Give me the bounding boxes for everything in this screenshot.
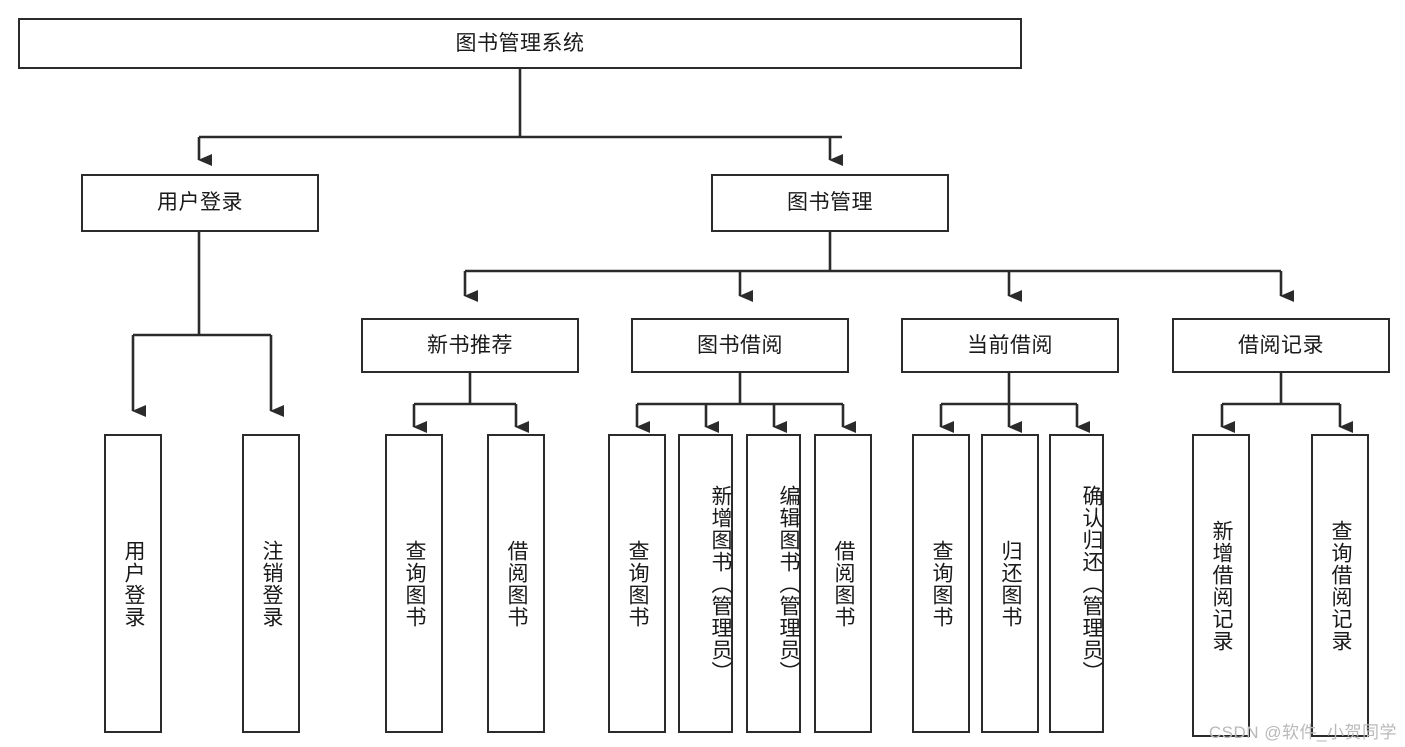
node-label: 查询图书 [930,539,954,628]
node-label: 新书推荐 [427,333,513,357]
node-label: 用户登录 [122,539,146,628]
node-label: 图书借阅 [697,333,783,357]
node-leaf-borrow-book-recommend[interactable]: 借阅图书 [487,434,545,733]
node-root-book-management-system[interactable]: 图书管理系统 [18,18,1022,69]
node-label: 编辑图书（管理员） [777,484,800,683]
node-label: 查询图书 [626,539,650,628]
node-leaf-query-borrow-record[interactable]: 查询借阅记录 [1311,434,1369,737]
node-leaf-add-book-admin[interactable]: 新增图书（管理员） [678,434,733,733]
node-book-borrow[interactable]: 图书借阅 [631,318,849,373]
node-label: 用户登录 [157,191,243,215]
node-leaf-query-book-borrow[interactable]: 查询图书 [608,434,666,733]
watermark-text: CSDN @软件_小贺同学 [1208,723,1397,742]
node-label: 当前借阅 [967,333,1053,357]
node-leaf-confirm-return-admin[interactable]: 确认归还（管理员） [1049,434,1104,733]
node-label: 查询图书 [403,539,427,628]
node-label: 确认归还（管理员） [1080,484,1103,683]
node-leaf-query-book-recommend[interactable]: 查询图书 [385,434,443,733]
node-label: 图书管理 [787,191,873,215]
node-label: 图书管理系统 [455,31,585,55]
node-leaf-user-login[interactable]: 用户登录 [104,434,162,733]
node-leaf-add-borrow-record[interactable]: 新增借阅记录 [1192,434,1250,737]
node-label: 借阅图书 [505,539,529,628]
node-leaf-query-book-current[interactable]: 查询图书 [912,434,970,733]
node-book-management[interactable]: 图书管理 [711,174,949,232]
node-leaf-logout[interactable]: 注销登录 [242,434,300,733]
node-leaf-borrow-book[interactable]: 借阅图书 [814,434,872,733]
node-label: 借阅图书 [832,539,856,628]
node-label: 查询借阅记录 [1329,519,1353,652]
node-current-borrow[interactable]: 当前借阅 [901,318,1119,373]
node-label: 借阅记录 [1238,333,1324,357]
node-leaf-return-book[interactable]: 归还图书 [981,434,1039,733]
node-label: 新增图书（管理员） [709,484,732,683]
node-user-login[interactable]: 用户登录 [81,174,319,232]
node-leaf-edit-book-admin[interactable]: 编辑图书（管理员） [746,434,801,733]
node-label: 新增借阅记录 [1210,519,1234,652]
node-label: 注销登录 [260,539,284,628]
node-new-book-recommend[interactable]: 新书推荐 [361,318,579,373]
node-borrow-record[interactable]: 借阅记录 [1172,318,1390,373]
node-label: 归还图书 [999,539,1023,628]
